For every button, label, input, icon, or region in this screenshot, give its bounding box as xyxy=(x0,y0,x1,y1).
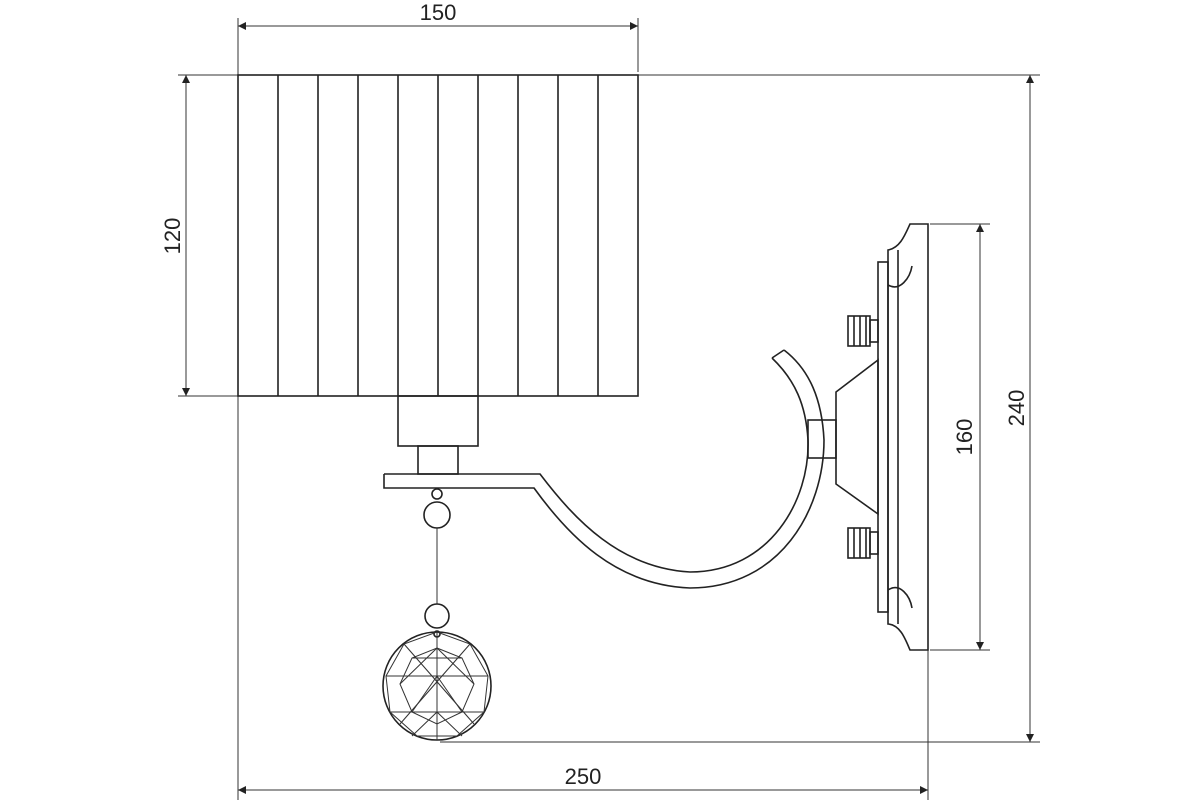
screw-bottom xyxy=(847,527,879,559)
wall-mount xyxy=(807,223,929,651)
label-shade-width: 150 xyxy=(420,0,457,25)
label-total-height: 240 xyxy=(1004,390,1029,427)
lamp-socket xyxy=(397,395,479,475)
lamp-arm xyxy=(383,349,825,589)
lamp-shade xyxy=(237,74,639,397)
screw-top xyxy=(847,315,879,347)
label-plate-height: 160 xyxy=(952,419,977,456)
crystal-pendant xyxy=(382,488,492,741)
label-shade-height: 120 xyxy=(160,218,185,255)
label-total-depth: 250 xyxy=(565,764,602,789)
extension-lines xyxy=(178,18,1040,800)
